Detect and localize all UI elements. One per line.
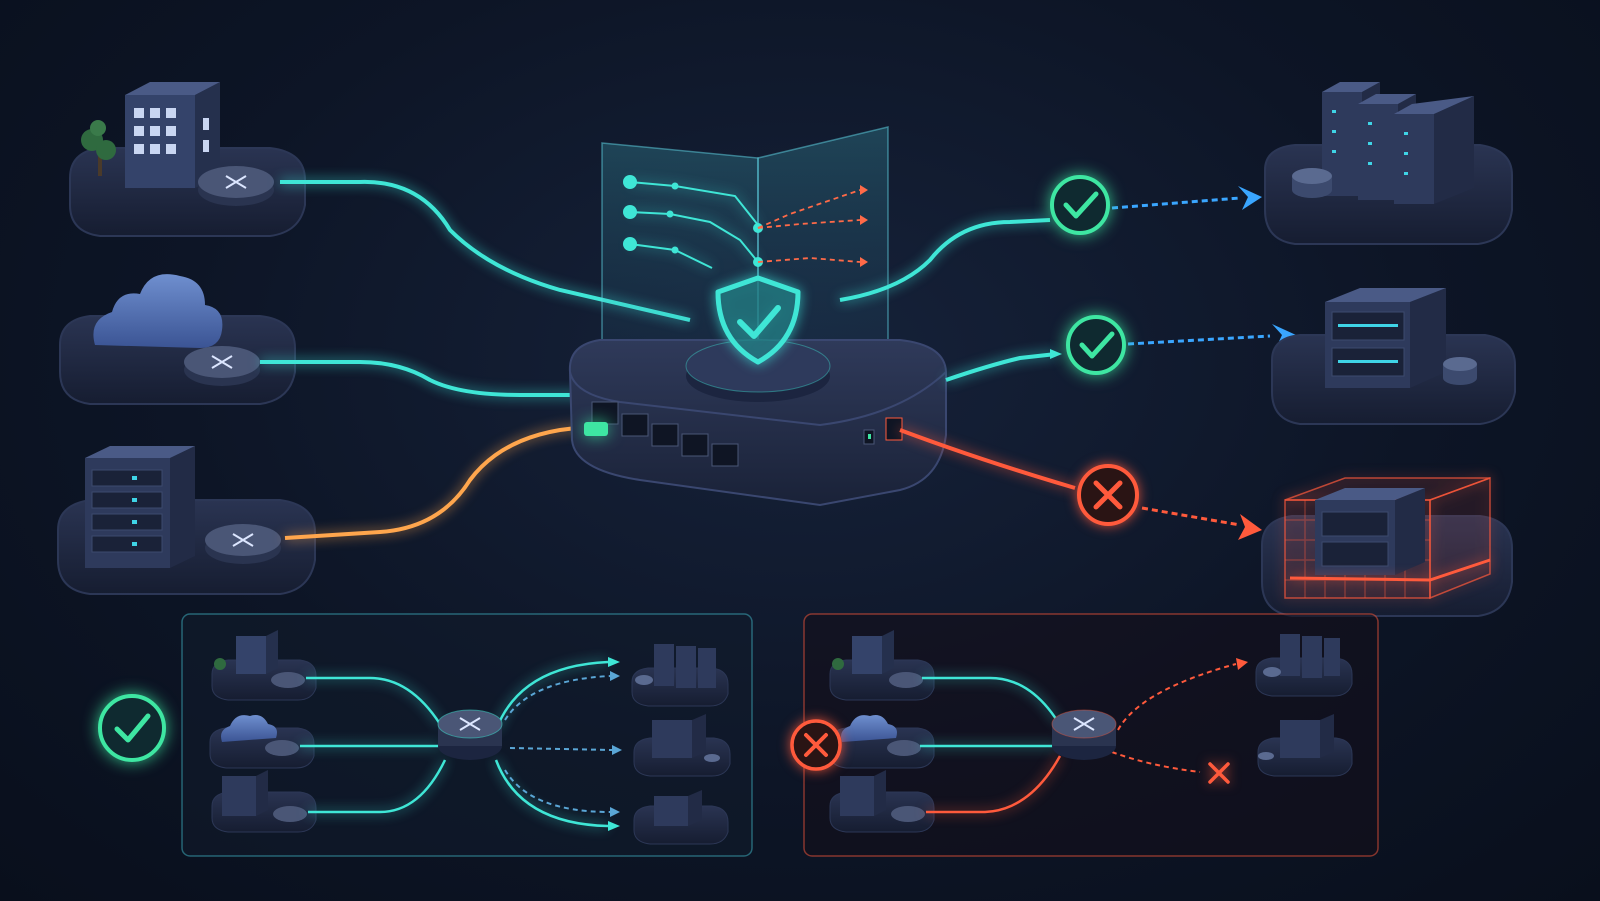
- link-firewall-to-storage: [945, 352, 1057, 382]
- mini-source-server: [829, 770, 935, 833]
- x-circle-icon: [1077, 464, 1139, 526]
- storage-appliance-icon: [1325, 288, 1446, 388]
- link-office-to-firewall: [280, 179, 691, 322]
- inbound-links: [260, 179, 691, 540]
- rule-node: [623, 205, 637, 219]
- source-office: [69, 82, 306, 237]
- mini-destination-datacenter: [1255, 634, 1353, 697]
- destination-blocked: [1261, 476, 1513, 617]
- link-firewall-to-datacenter: [839, 218, 1051, 302]
- link-firewall-to-blocked: [899, 428, 1076, 490]
- panel-allowed-traffic: [181, 613, 753, 857]
- ethernet-ports: [584, 401, 739, 467]
- mini-source-office: [211, 630, 317, 701]
- mini-source-cloud: [829, 715, 935, 769]
- destination-storage: [1271, 288, 1516, 425]
- firewall-appliance: [568, 126, 947, 507]
- mini-destination-storage: [1257, 714, 1353, 777]
- mini-router-icon: [1051, 709, 1117, 760]
- cloud-icon: [93, 274, 223, 348]
- link-cloud-to-firewall: [260, 360, 590, 397]
- server-rack-icon: [1322, 82, 1474, 204]
- storage-appliance-icon: [1315, 488, 1425, 575]
- mini-destination-storage: [633, 714, 731, 777]
- check-circle-icon: [1050, 175, 1110, 235]
- router-icon: [184, 346, 260, 386]
- wan-port: [885, 417, 903, 441]
- storage-disk-icon: [1443, 357, 1477, 385]
- rule-node: [623, 175, 637, 189]
- x-mark-icon: [1208, 762, 1230, 784]
- mini-source-office: [829, 630, 935, 701]
- check-circle-icon: [1066, 315, 1126, 375]
- check-circle-icon: [98, 694, 166, 762]
- mini-source-cloud: [209, 715, 315, 769]
- building-icon: [125, 82, 220, 188]
- storage-disk-icon: [1292, 168, 1332, 198]
- outbound-links: [839, 186, 1296, 540]
- router-icon: [205, 524, 281, 564]
- x-circle-icon: [790, 719, 842, 771]
- mini-destination-datacenter: [631, 644, 729, 707]
- mini-destination-appliance: [633, 790, 729, 845]
- destination-datacenter: [1264, 82, 1513, 245]
- tree-icon: [81, 120, 116, 176]
- router-icon: [198, 166, 274, 206]
- link-server-to-firewall: [284, 423, 601, 540]
- source-server: [57, 446, 316, 595]
- mini-source-server: [211, 770, 317, 833]
- server-rack-icon: [85, 446, 195, 568]
- source-cloud: [59, 274, 296, 405]
- rule-node: [623, 237, 637, 251]
- panel-blocked-traffic: [790, 613, 1379, 857]
- mini-router-icon: [437, 709, 503, 760]
- shield-check-icon: [715, 275, 801, 365]
